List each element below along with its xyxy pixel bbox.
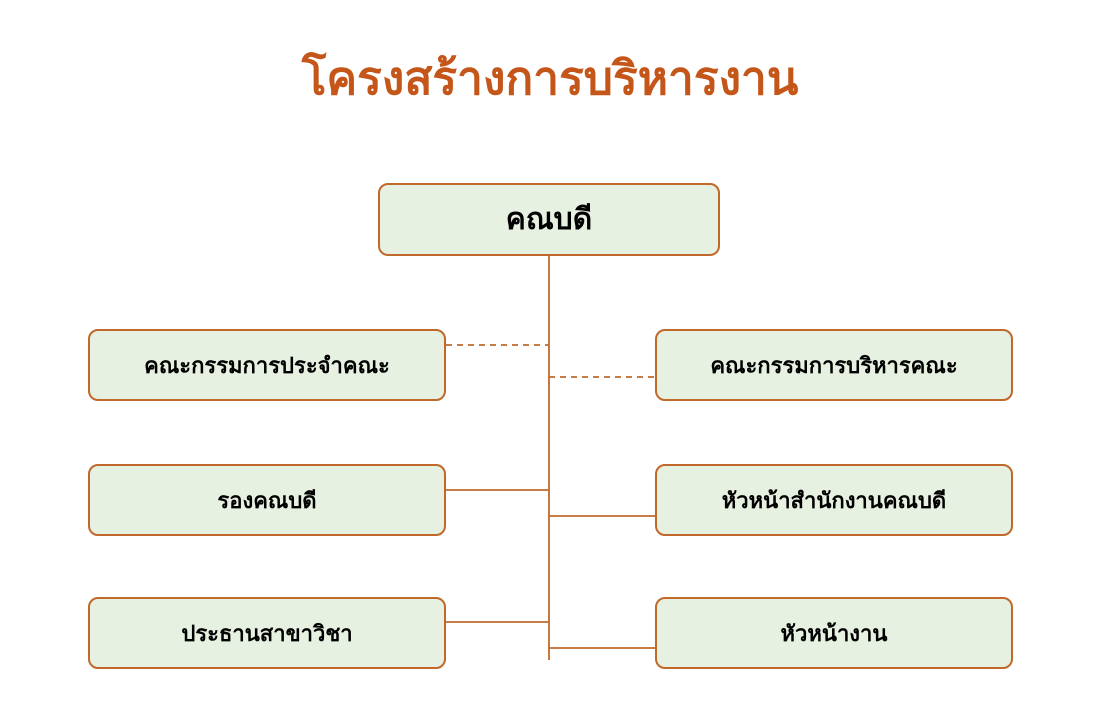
node-office-head: หัวหน้าสำนักงานคณบดี xyxy=(655,464,1013,536)
node-section-head-label: หัวหน้างาน xyxy=(780,621,888,647)
node-faculty-committee-label: คณะกรรมการประจำคณะ xyxy=(144,353,390,379)
node-vice-dean: รองคณบดี xyxy=(88,464,446,536)
node-program-chair: ประธานสาขาวิชา xyxy=(88,597,446,669)
node-program-chair-label: ประธานสาขาวิชา xyxy=(181,621,353,647)
node-vice-dean-label: รองคณบดี xyxy=(217,488,317,514)
node-office-head-label: หัวหน้าสำนักงานคณบดี xyxy=(721,488,947,514)
node-executive-committee-label: คณะกรรมการบริหารคณะ xyxy=(710,353,958,379)
node-dean-label: คณบดี xyxy=(505,202,593,237)
node-executive-committee: คณะกรรมการบริหารคณะ xyxy=(655,329,1013,401)
page-title: โครงสร้างการบริหารงาน xyxy=(301,51,799,105)
node-faculty-committee: คณะกรรมการประจำคณะ xyxy=(88,329,446,401)
node-dean: คณบดี xyxy=(378,183,720,256)
node-section-head: หัวหน้างาน xyxy=(655,597,1013,669)
